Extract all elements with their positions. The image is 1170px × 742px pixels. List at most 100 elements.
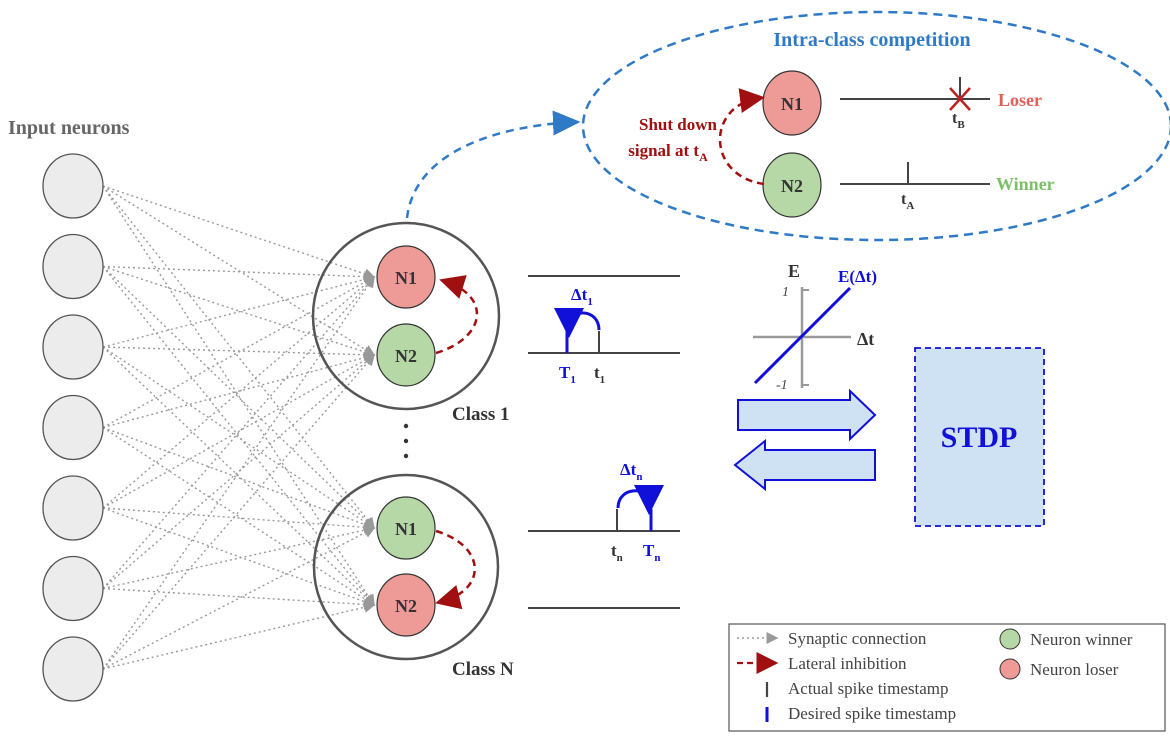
loser-label: Loser xyxy=(998,90,1042,110)
synapse-line xyxy=(102,265,376,358)
input-neuron xyxy=(42,394,104,461)
competition-n2-label: N2 xyxy=(781,176,803,196)
input-neuron-layer xyxy=(42,153,104,702)
input-layer-title: Input neurons xyxy=(8,117,130,139)
synapse-line xyxy=(102,276,376,429)
zoom-link-arrow xyxy=(405,110,581,219)
synapse-line xyxy=(102,185,376,356)
class-ellipsis xyxy=(403,423,409,459)
class-n-boundary xyxy=(312,473,500,661)
class-1-n2-neuron xyxy=(376,323,436,387)
input-neuron xyxy=(42,475,104,541)
class-n-lateral-inhibition xyxy=(435,529,476,610)
synapse-line xyxy=(102,346,376,529)
synapse-line xyxy=(102,346,376,361)
synaptic-connections xyxy=(102,185,376,670)
forward-block-arrow xyxy=(737,388,877,442)
synapse-line xyxy=(102,354,376,590)
tA-label: tA xyxy=(901,191,914,212)
plot-ymin-label: -1 xyxy=(776,378,788,393)
class-1-n2-label: N2 xyxy=(395,346,417,366)
synapse-line xyxy=(102,601,376,670)
synapse-line xyxy=(102,354,376,509)
class-n-T-label: Tn xyxy=(643,541,660,564)
shutdown-signal-line2: signal at tA xyxy=(628,141,708,164)
synapse-line xyxy=(102,265,376,529)
class-1-T-label: T1 xyxy=(559,363,576,386)
legend: Synaptic connection Lateral inhibition A… xyxy=(728,623,1166,732)
class-n-n2-neuron xyxy=(376,573,436,637)
legend-desired-label: Desired spike timestamp xyxy=(788,704,956,723)
class-1-boundary xyxy=(311,221,501,411)
legend-lateral-label: Lateral inhibition xyxy=(788,654,907,673)
legend-box xyxy=(728,623,1166,732)
plot-curve xyxy=(753,286,852,385)
class-n-n2-label: N2 xyxy=(395,596,417,616)
class-n-delta-arrow xyxy=(616,484,664,515)
class-1-delta-arrow xyxy=(554,307,601,338)
synapse-line xyxy=(102,346,376,606)
legend-actual-label: Actual spike timestamp xyxy=(788,679,949,698)
class-1-t-label: t1 xyxy=(594,363,605,386)
synapse-line xyxy=(102,426,376,530)
synapse-line xyxy=(102,275,375,589)
class-1-label: Class 1 xyxy=(452,404,510,425)
class-1-delta-label: Δt1 xyxy=(571,285,593,308)
legend-winner-label: Neuron winner xyxy=(1030,630,1133,649)
synapse-line xyxy=(102,426,376,606)
legend-loser-swatch xyxy=(999,658,1021,680)
winner-label: Winner xyxy=(996,174,1055,194)
class-1-n1-neuron xyxy=(376,245,436,309)
input-neuron xyxy=(42,314,104,380)
competition-title: Intra-class competition xyxy=(773,29,970,51)
synapse-line xyxy=(102,185,375,607)
backward-block-arrow xyxy=(733,438,876,492)
input-neuron xyxy=(42,636,104,702)
stdp-label: STDP xyxy=(941,421,1018,454)
shutdown-signal-arrow xyxy=(718,88,765,186)
class-1-lateral-inhibition xyxy=(435,275,479,355)
legend-winner-swatch xyxy=(999,628,1021,650)
cancel-x-icon xyxy=(949,87,971,111)
legend-loser-label: Neuron loser xyxy=(1030,660,1119,679)
input-neuron xyxy=(42,555,104,622)
synapse-line xyxy=(102,266,375,607)
synapse-line xyxy=(102,265,376,283)
synapse-line xyxy=(102,275,375,670)
synapse-line xyxy=(102,185,375,530)
class-1-n1-label: N1 xyxy=(395,268,417,288)
synapse-line xyxy=(102,524,376,590)
class-n-timing: Δtn tn Tn xyxy=(528,460,680,609)
class-n-delta-label: Δtn xyxy=(620,460,642,483)
class-n-n1-label: N1 xyxy=(395,519,417,539)
shutdown-signal-line1: Shut down xyxy=(639,115,718,134)
plot-x-label: Δt xyxy=(857,329,874,349)
synapse-line xyxy=(102,507,376,533)
class-n-label: Class N xyxy=(452,659,514,680)
plot-y-label: E xyxy=(788,261,800,281)
class-n-group: N1 N2 Class N xyxy=(312,473,514,680)
synapse-line xyxy=(102,587,376,610)
synapse-line xyxy=(102,527,376,670)
class-1-group: N1 N2 Class 1 xyxy=(311,221,510,425)
competition-panel: Intra-class competition N1 N2 Shut down … xyxy=(581,10,1170,242)
synapse-line xyxy=(102,276,376,509)
synapse-line xyxy=(102,185,376,280)
stdp-box xyxy=(914,347,1045,527)
stdp-function-plot: E Δt E(Δt) 1 -1 xyxy=(753,261,877,393)
synapse-line xyxy=(102,353,375,670)
competition-boundary xyxy=(581,10,1170,242)
class-n-t-label: tn xyxy=(611,541,623,564)
input-neuron xyxy=(42,153,104,219)
tB-label: tB xyxy=(952,110,965,131)
competition-n1-label: N1 xyxy=(781,94,803,114)
plot-ymax-label: 1 xyxy=(782,285,789,300)
class-1-timing: Δt1 T1 t1 xyxy=(528,275,680,386)
legend-synaptic-label: Synaptic connection xyxy=(788,629,927,648)
input-neuron xyxy=(42,233,104,300)
plot-curve-label: E(Δt) xyxy=(838,267,877,286)
synapse-line xyxy=(102,352,376,429)
synapse-line xyxy=(102,274,376,348)
class-n-n1-neuron xyxy=(376,496,436,560)
